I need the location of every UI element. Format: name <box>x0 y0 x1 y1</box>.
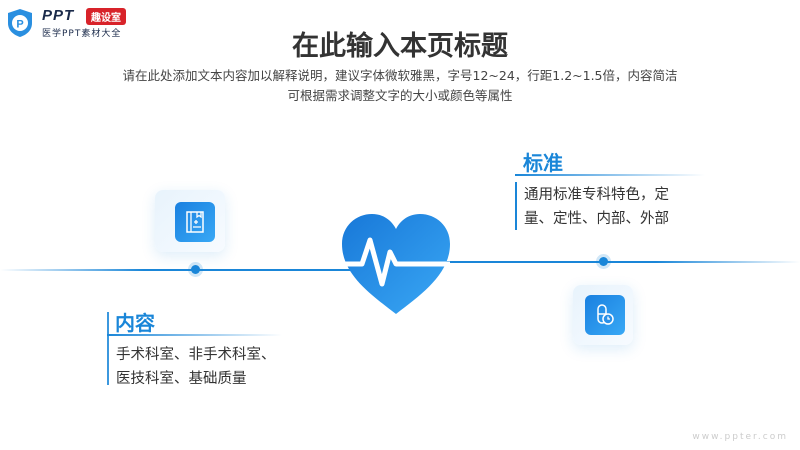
timeline-left <box>0 269 360 271</box>
body-line: 量、定性、内部、外部 <box>524 211 669 227</box>
subtitle-line-2: 可根据需求调整文字的大小或颜色等属性 <box>287 88 513 103</box>
pill-clock-icon <box>585 295 625 335</box>
body-line: 手术科室、非手术科室、 <box>116 347 276 363</box>
logo-subtitle: 医学PPT素材大全 <box>42 29 122 39</box>
timeline-dot-left <box>191 265 200 274</box>
logo: P PPT 趣设室 医学PPT素材大全 <box>6 6 136 39</box>
item-body-content: 手术科室、非手术科室、 医技科室、基础质量 <box>116 343 276 391</box>
body-line: 通用标准专科特色，定 <box>524 187 669 203</box>
shield-logo-icon: P <box>8 9 32 37</box>
item-bar <box>515 182 517 230</box>
timeline-dot-right <box>599 257 608 266</box>
page-title: 在此输入本页标题 <box>292 31 508 62</box>
logo-brand: PPT <box>42 7 75 24</box>
item-body-standard: 通用标准专科特色，定 量、定性、内部、外部 <box>524 183 669 231</box>
medical-record-icon <box>175 202 215 242</box>
item-heading-standard: 标准 <box>523 151 563 175</box>
timeline-right <box>440 261 800 263</box>
heading-underline <box>515 174 705 176</box>
logo-tag: 趣设室 <box>86 8 126 25</box>
svg-text:P: P <box>16 19 23 31</box>
body-line: 医技科室、基础质量 <box>116 371 247 387</box>
heartbeat-icon <box>342 214 450 314</box>
heading-underline <box>107 334 282 336</box>
item-bar <box>107 312 109 385</box>
subtitle-line-1: 请在此处添加文本内容加以解释说明，建议字体微软雅黑，字号12~24，行距1.2~… <box>122 68 678 83</box>
watermark: www.ppter.com <box>692 432 788 442</box>
item-heading-content: 内容 <box>115 311 155 335</box>
